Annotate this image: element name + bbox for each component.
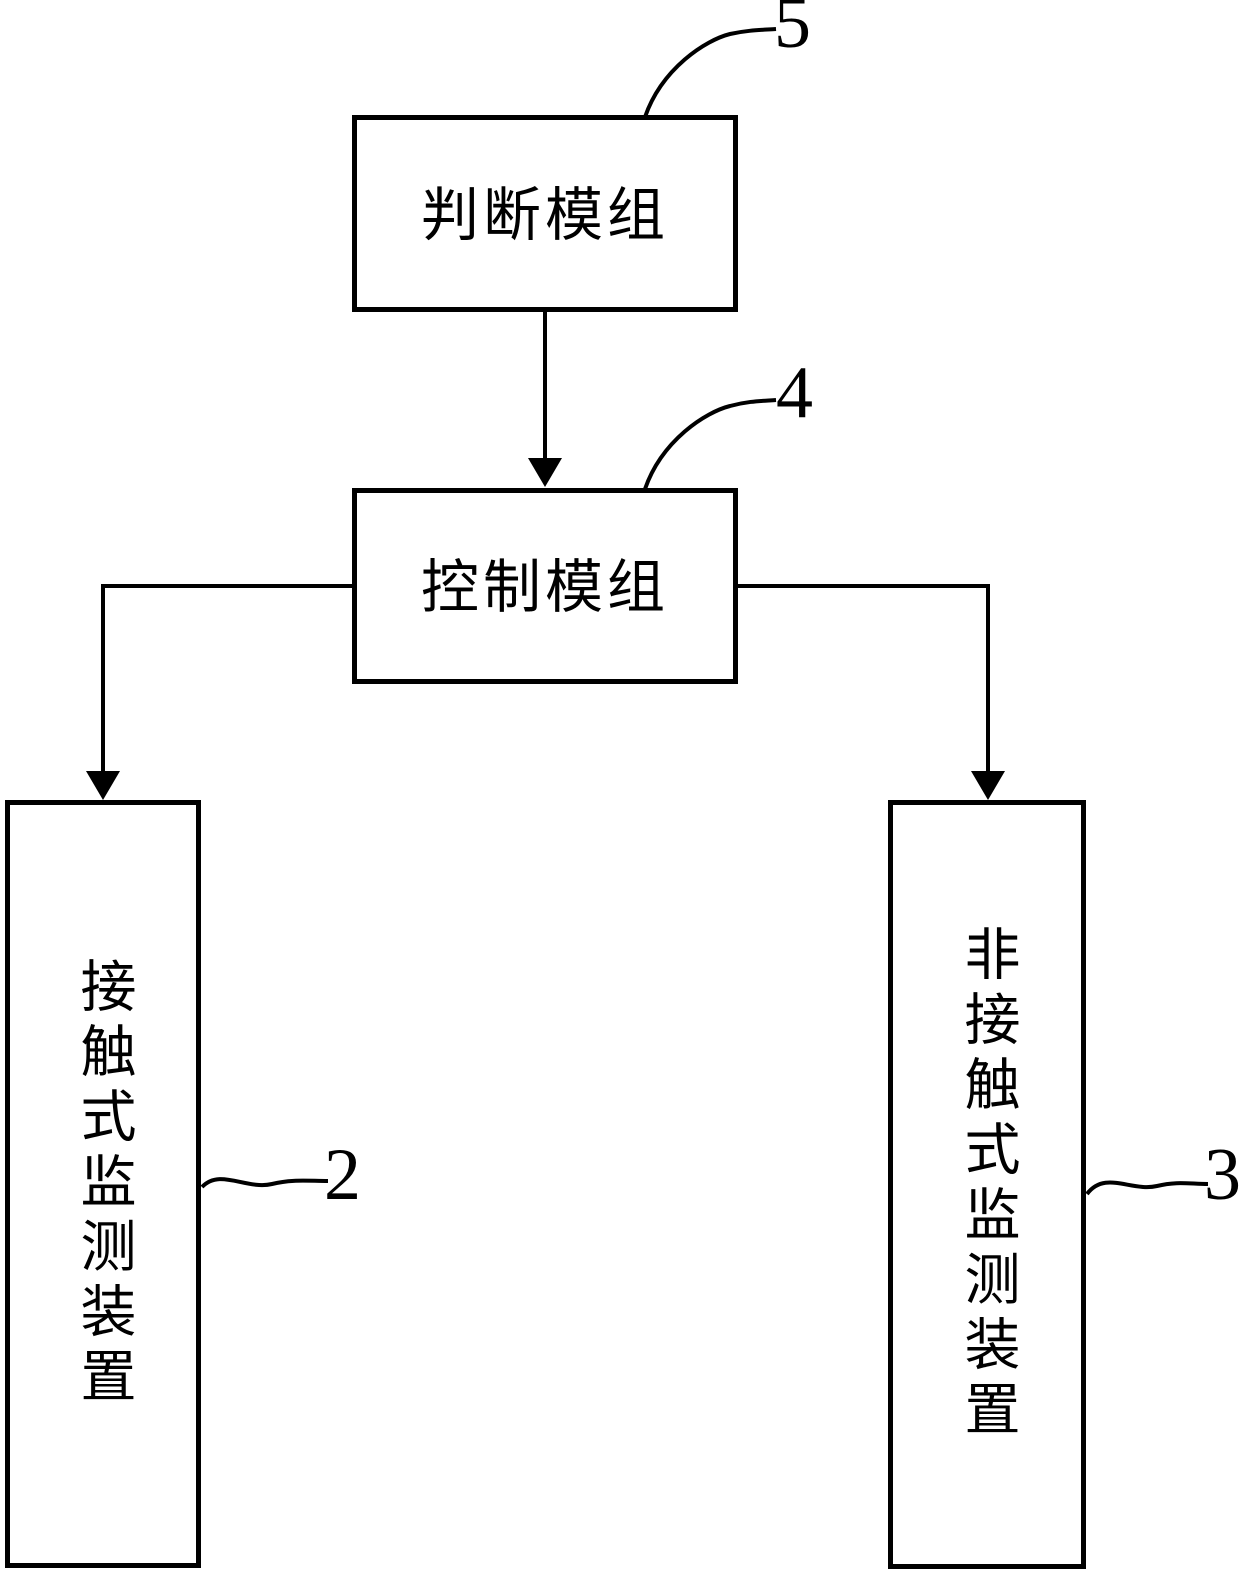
leader-line-ref-5 bbox=[643, 27, 777, 118]
box-control-module: 控制模组 bbox=[352, 488, 738, 684]
ref-numeral-5: 5 bbox=[774, 0, 811, 64]
arrow-control-to-noncontact bbox=[737, 584, 1005, 800]
arrow-judgment-to-control bbox=[528, 311, 562, 487]
ref-numeral-2: 2 bbox=[324, 1134, 361, 1216]
box-contact-monitoring-device: 接触式监测装置 bbox=[5, 800, 201, 1568]
leader-line-ref-4 bbox=[643, 398, 777, 490]
box-non-contact-monitoring-device: 非接触式监测装置 bbox=[888, 800, 1086, 1569]
leader-line-ref-2 bbox=[200, 1177, 329, 1189]
box-judgment-module: 判断模组 bbox=[352, 115, 738, 312]
ref-numeral-3: 3 bbox=[1204, 1134, 1241, 1216]
leader-line-ref-3 bbox=[1085, 1180, 1209, 1196]
non-contact-monitoring-device-label: 非接触式监测装置 bbox=[956, 924, 1018, 1445]
contact-monitoring-device-label: 接触式监测装置 bbox=[72, 956, 134, 1412]
ref-numeral-4: 4 bbox=[776, 352, 813, 434]
judgment-module-label: 判断模组 bbox=[420, 182, 669, 248]
control-module-label: 控制模组 bbox=[420, 555, 669, 620]
arrow-control-to-contact bbox=[86, 584, 352, 800]
